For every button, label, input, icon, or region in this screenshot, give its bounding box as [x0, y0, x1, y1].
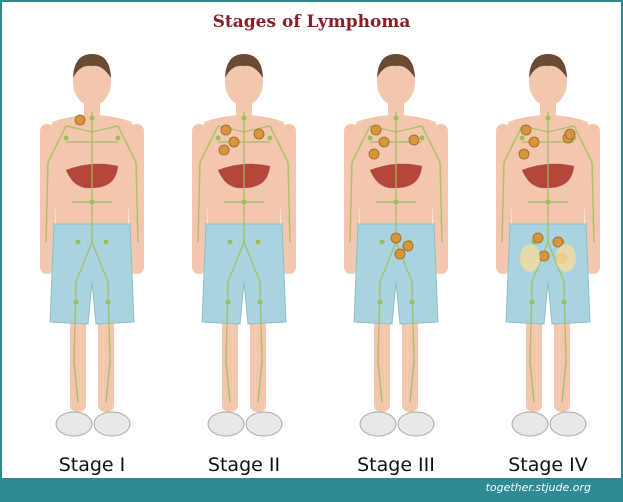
lymph-node [90, 116, 95, 121]
affected-lymph-node [369, 149, 379, 159]
lymph-node [76, 240, 81, 245]
lymph-node [394, 116, 399, 121]
body-illustration [326, 42, 466, 452]
lymph-node [242, 200, 247, 205]
lymph-node [226, 300, 231, 305]
lymph-node [90, 200, 95, 205]
lymph-node [410, 300, 415, 305]
lymph-node [242, 116, 247, 121]
affected-lymph-node [254, 129, 264, 139]
affected-lymph-node [219, 145, 229, 155]
lymph-node [368, 136, 373, 141]
affected-lymph-node [379, 137, 389, 147]
stage-4-figure [478, 42, 618, 452]
affected-lymph-node [403, 241, 413, 251]
body-illustration [22, 42, 162, 452]
lymph-node [546, 200, 551, 205]
lymph-node [104, 240, 109, 245]
stage-3-label: Stage III [326, 454, 466, 476]
lymph-node [420, 136, 425, 141]
body-illustration [478, 42, 618, 452]
lymph-node [268, 136, 273, 141]
affected-lymph-node [539, 251, 549, 261]
right-shoe [398, 412, 434, 436]
lymph-node [258, 300, 263, 305]
lymph-node [530, 300, 535, 305]
left-shoe [208, 412, 244, 436]
right-shoe [246, 412, 282, 436]
left-shoe [56, 412, 92, 436]
stage-2-figure [174, 42, 314, 452]
right-shoe [550, 412, 586, 436]
stage-1-label: Stage I [22, 454, 162, 476]
affected-lymph-node [529, 137, 539, 147]
lymph-node [378, 300, 383, 305]
lymph-node [116, 136, 121, 141]
affected-lymph-node [395, 249, 405, 259]
affected-lymph-node [229, 137, 239, 147]
lymph-node [256, 240, 261, 245]
pelvic-bone [556, 244, 576, 272]
affected-lymph-node [521, 125, 531, 135]
affected-lymph-node [221, 125, 231, 135]
right-shoe [94, 412, 130, 436]
lymph-node [562, 300, 567, 305]
lymph-node [520, 136, 525, 141]
source-credit: together.stjude.org [486, 481, 591, 494]
left-shoe [512, 412, 548, 436]
lymph-node [228, 240, 233, 245]
affected-lymph-node [409, 135, 419, 145]
lymph-node [216, 136, 221, 141]
stage-3-figure [326, 42, 466, 452]
affected-lymph-node [371, 125, 381, 135]
body-illustration [174, 42, 314, 452]
lymph-node [64, 136, 69, 141]
affected-lymph-node [565, 129, 575, 139]
lymph-node [106, 300, 111, 305]
footer-bar: together.stjude.org [2, 478, 621, 500]
lymph-node [380, 240, 385, 245]
affected-lymph-node [533, 233, 543, 243]
lymph-node [394, 200, 399, 205]
stage-2-label: Stage II [174, 454, 314, 476]
stage-1-figure [22, 42, 162, 452]
left-shoe [360, 412, 396, 436]
lymph-node [546, 116, 551, 121]
affected-lymph-node [391, 233, 401, 243]
affected-lymph-node [519, 149, 529, 159]
pelvic-bone [520, 244, 540, 272]
affected-lymph-node [75, 115, 85, 125]
diagram-title: Stages of Lymphoma [2, 12, 621, 32]
stage-4-label: Stage IV [478, 454, 618, 476]
lymph-node [74, 300, 79, 305]
